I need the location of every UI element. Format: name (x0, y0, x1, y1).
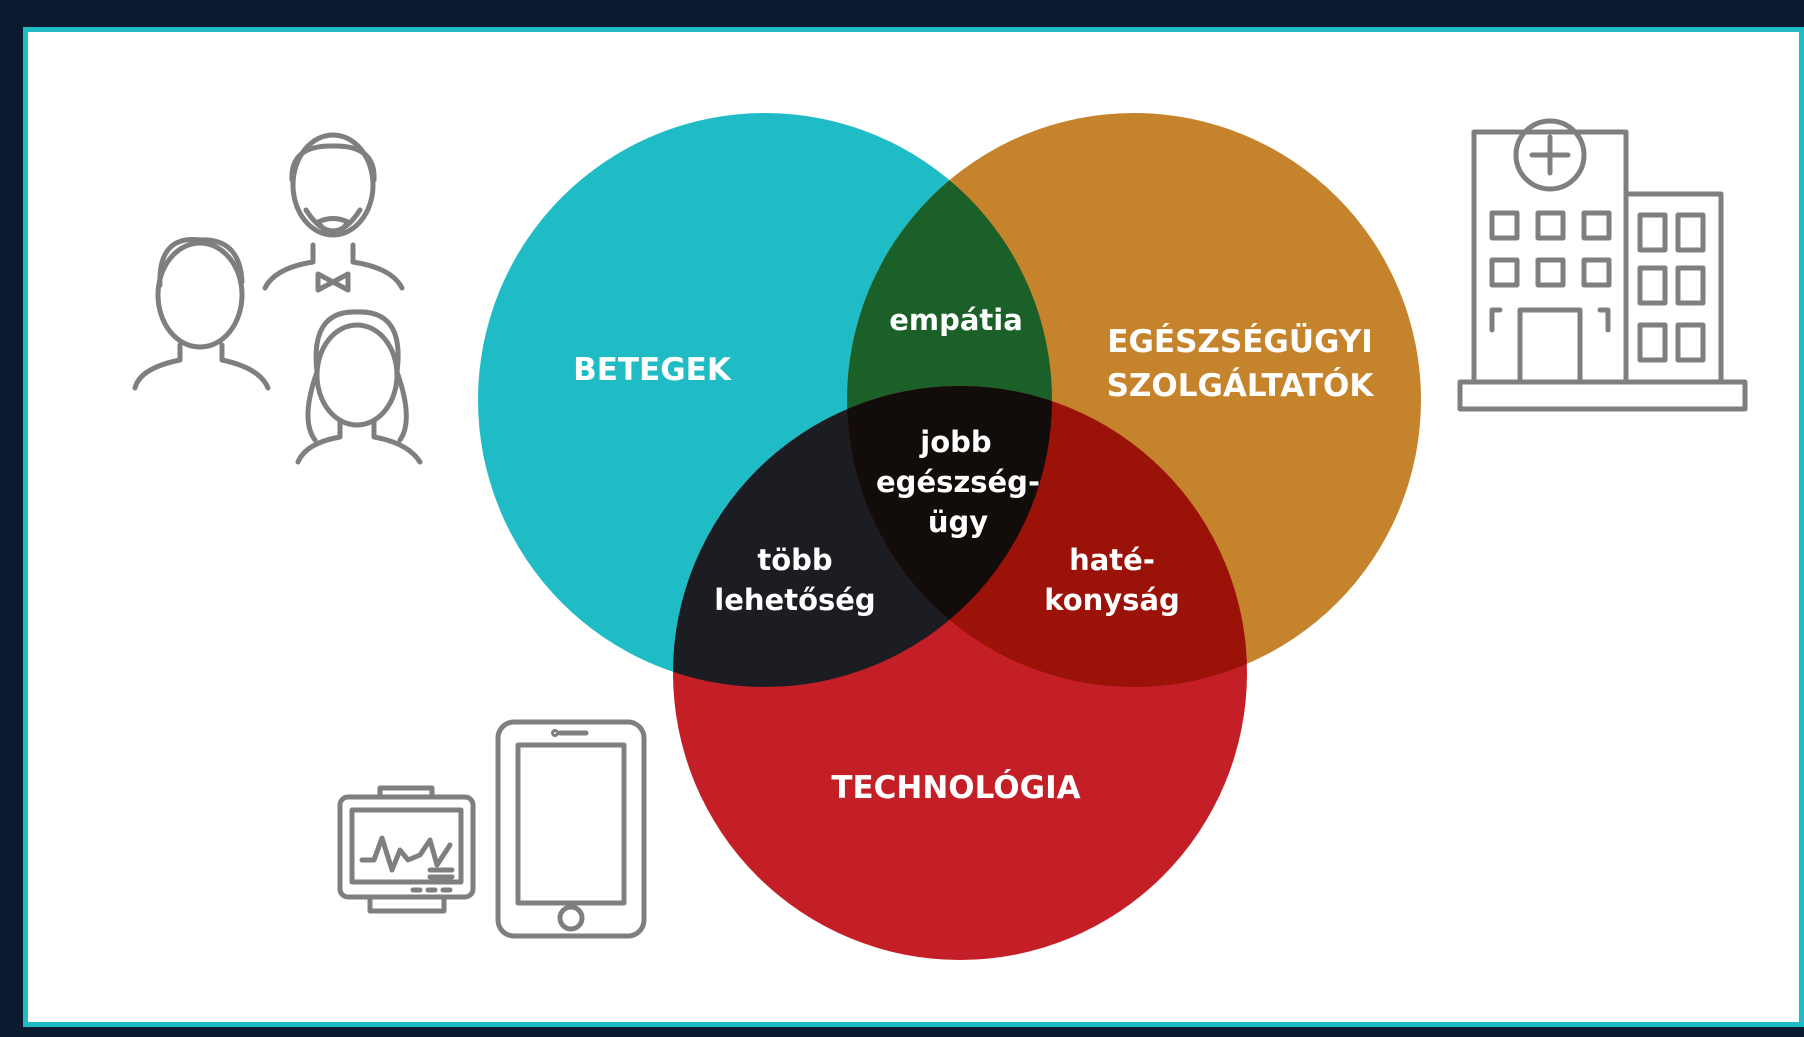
heart-monitor-icon (337, 785, 476, 914)
label-empathy: empátia (889, 303, 1023, 337)
label-providers-line1: EGÉSZSÉGÜGYI (1107, 323, 1372, 360)
label-patients: BETEGEK (573, 352, 732, 388)
hospital-building-icon (1457, 118, 1748, 412)
label-center-line1: jobb (919, 425, 991, 459)
label-opportunity-line1: több (757, 543, 832, 577)
label-providers-line2: SZOLGÁLTATÓK (1107, 367, 1375, 404)
tablet-icon (495, 719, 647, 939)
label-efficiency-line2: konyság (1044, 583, 1180, 617)
people-group-icon (132, 132, 423, 465)
label-efficiency-line1: haté- (1069, 543, 1155, 577)
label-center-line2: egészség- (876, 465, 1040, 499)
label-opportunity-line2: lehetőség (714, 583, 875, 617)
label-center-line3: ügy (928, 505, 988, 539)
label-technology: TECHNOLÓGIA (831, 769, 1080, 806)
